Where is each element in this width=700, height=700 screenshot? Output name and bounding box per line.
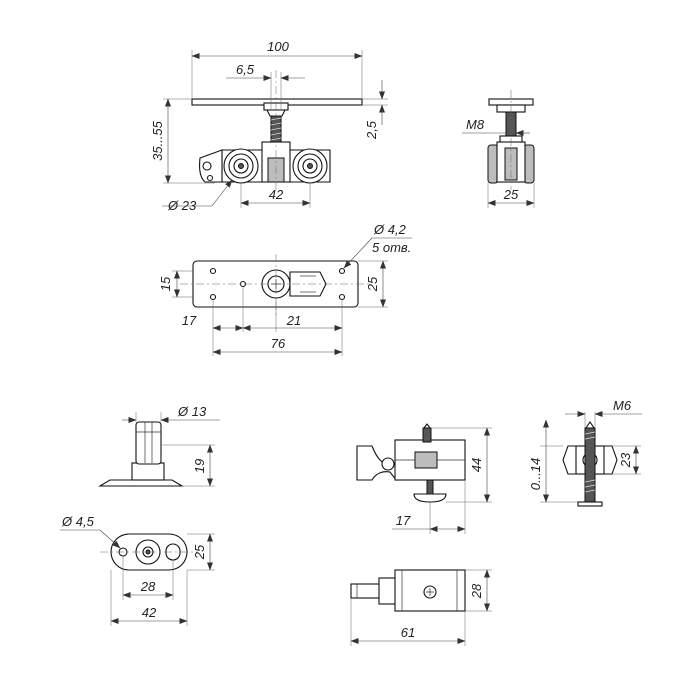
guide-side-view: Ø 13 19 (98, 404, 220, 487)
dim-plate-top-width: 25 (365, 276, 380, 292)
stopper-body-top (394, 569, 466, 612)
carriage-side-view: M8 25 (462, 90, 535, 208)
guide-top-view: Ø 4,5 25 28 42 (60, 514, 215, 626)
clamp-view: M6 0...14 23 (528, 398, 642, 507)
dim-hole-spacing-b: 21 (286, 313, 301, 328)
dim-thread-small: M6 (613, 398, 632, 413)
carriage-front-view: 100 6,5 35...55 2,5 Ø 23 42 (150, 39, 388, 213)
dim-guide-height: 19 (192, 459, 207, 473)
mounting-holes (209, 267, 346, 301)
dim-stopper-depth: 28 (469, 583, 484, 599)
dim-clamp-height: 23 (618, 452, 633, 468)
dim-plate-thickness: 2,5 (364, 120, 379, 140)
dim-height-range: 35...55 (150, 120, 165, 161)
dim-guide-plate-height: 25 (192, 544, 207, 560)
dim-stopper-offset: 17 (396, 513, 411, 528)
dim-wheel-spacing: 42 (269, 187, 284, 202)
dim-guide-plate-width: 42 (142, 605, 157, 620)
stopper-top-view: 28 61 (350, 569, 492, 646)
guide-roller (135, 421, 162, 465)
dim-hole-count: 5 отв. (372, 240, 411, 255)
wheel-right (292, 148, 328, 184)
dim-side-width: 25 (503, 187, 519, 202)
dim-plate-width: 100 (267, 39, 289, 54)
dim-thread-main: M8 (466, 117, 485, 132)
stopper-side-view: 44 17 (356, 423, 492, 534)
dim-screw-offset: 6,5 (236, 62, 255, 77)
dim-plate-top-height: 15 (158, 276, 173, 291)
dim-hole-diameter: Ø 4,2 (373, 222, 407, 237)
carriage-top-view: Ø 4,2 5 отв. 15 25 17 21 76 (158, 222, 412, 356)
guide-plate (98, 479, 184, 487)
dim-guide-diameter: Ø 13 (177, 404, 207, 419)
dim-wheel-diameter: Ø 23 (167, 198, 197, 213)
dim-stopper-height: 44 (469, 458, 484, 472)
dim-adjust-range: 0...14 (528, 458, 543, 491)
stopper-pin (350, 583, 382, 599)
dim-hole-spacing-a: 17 (182, 313, 197, 328)
dim-stopper-length: 61 (401, 625, 415, 640)
dim-guide-hole: Ø 4,5 (61, 514, 95, 529)
dim-guide-hole-spacing: 28 (140, 579, 156, 594)
dim-hole-spacing-total: 76 (271, 336, 286, 351)
wheel-left (223, 148, 259, 184)
